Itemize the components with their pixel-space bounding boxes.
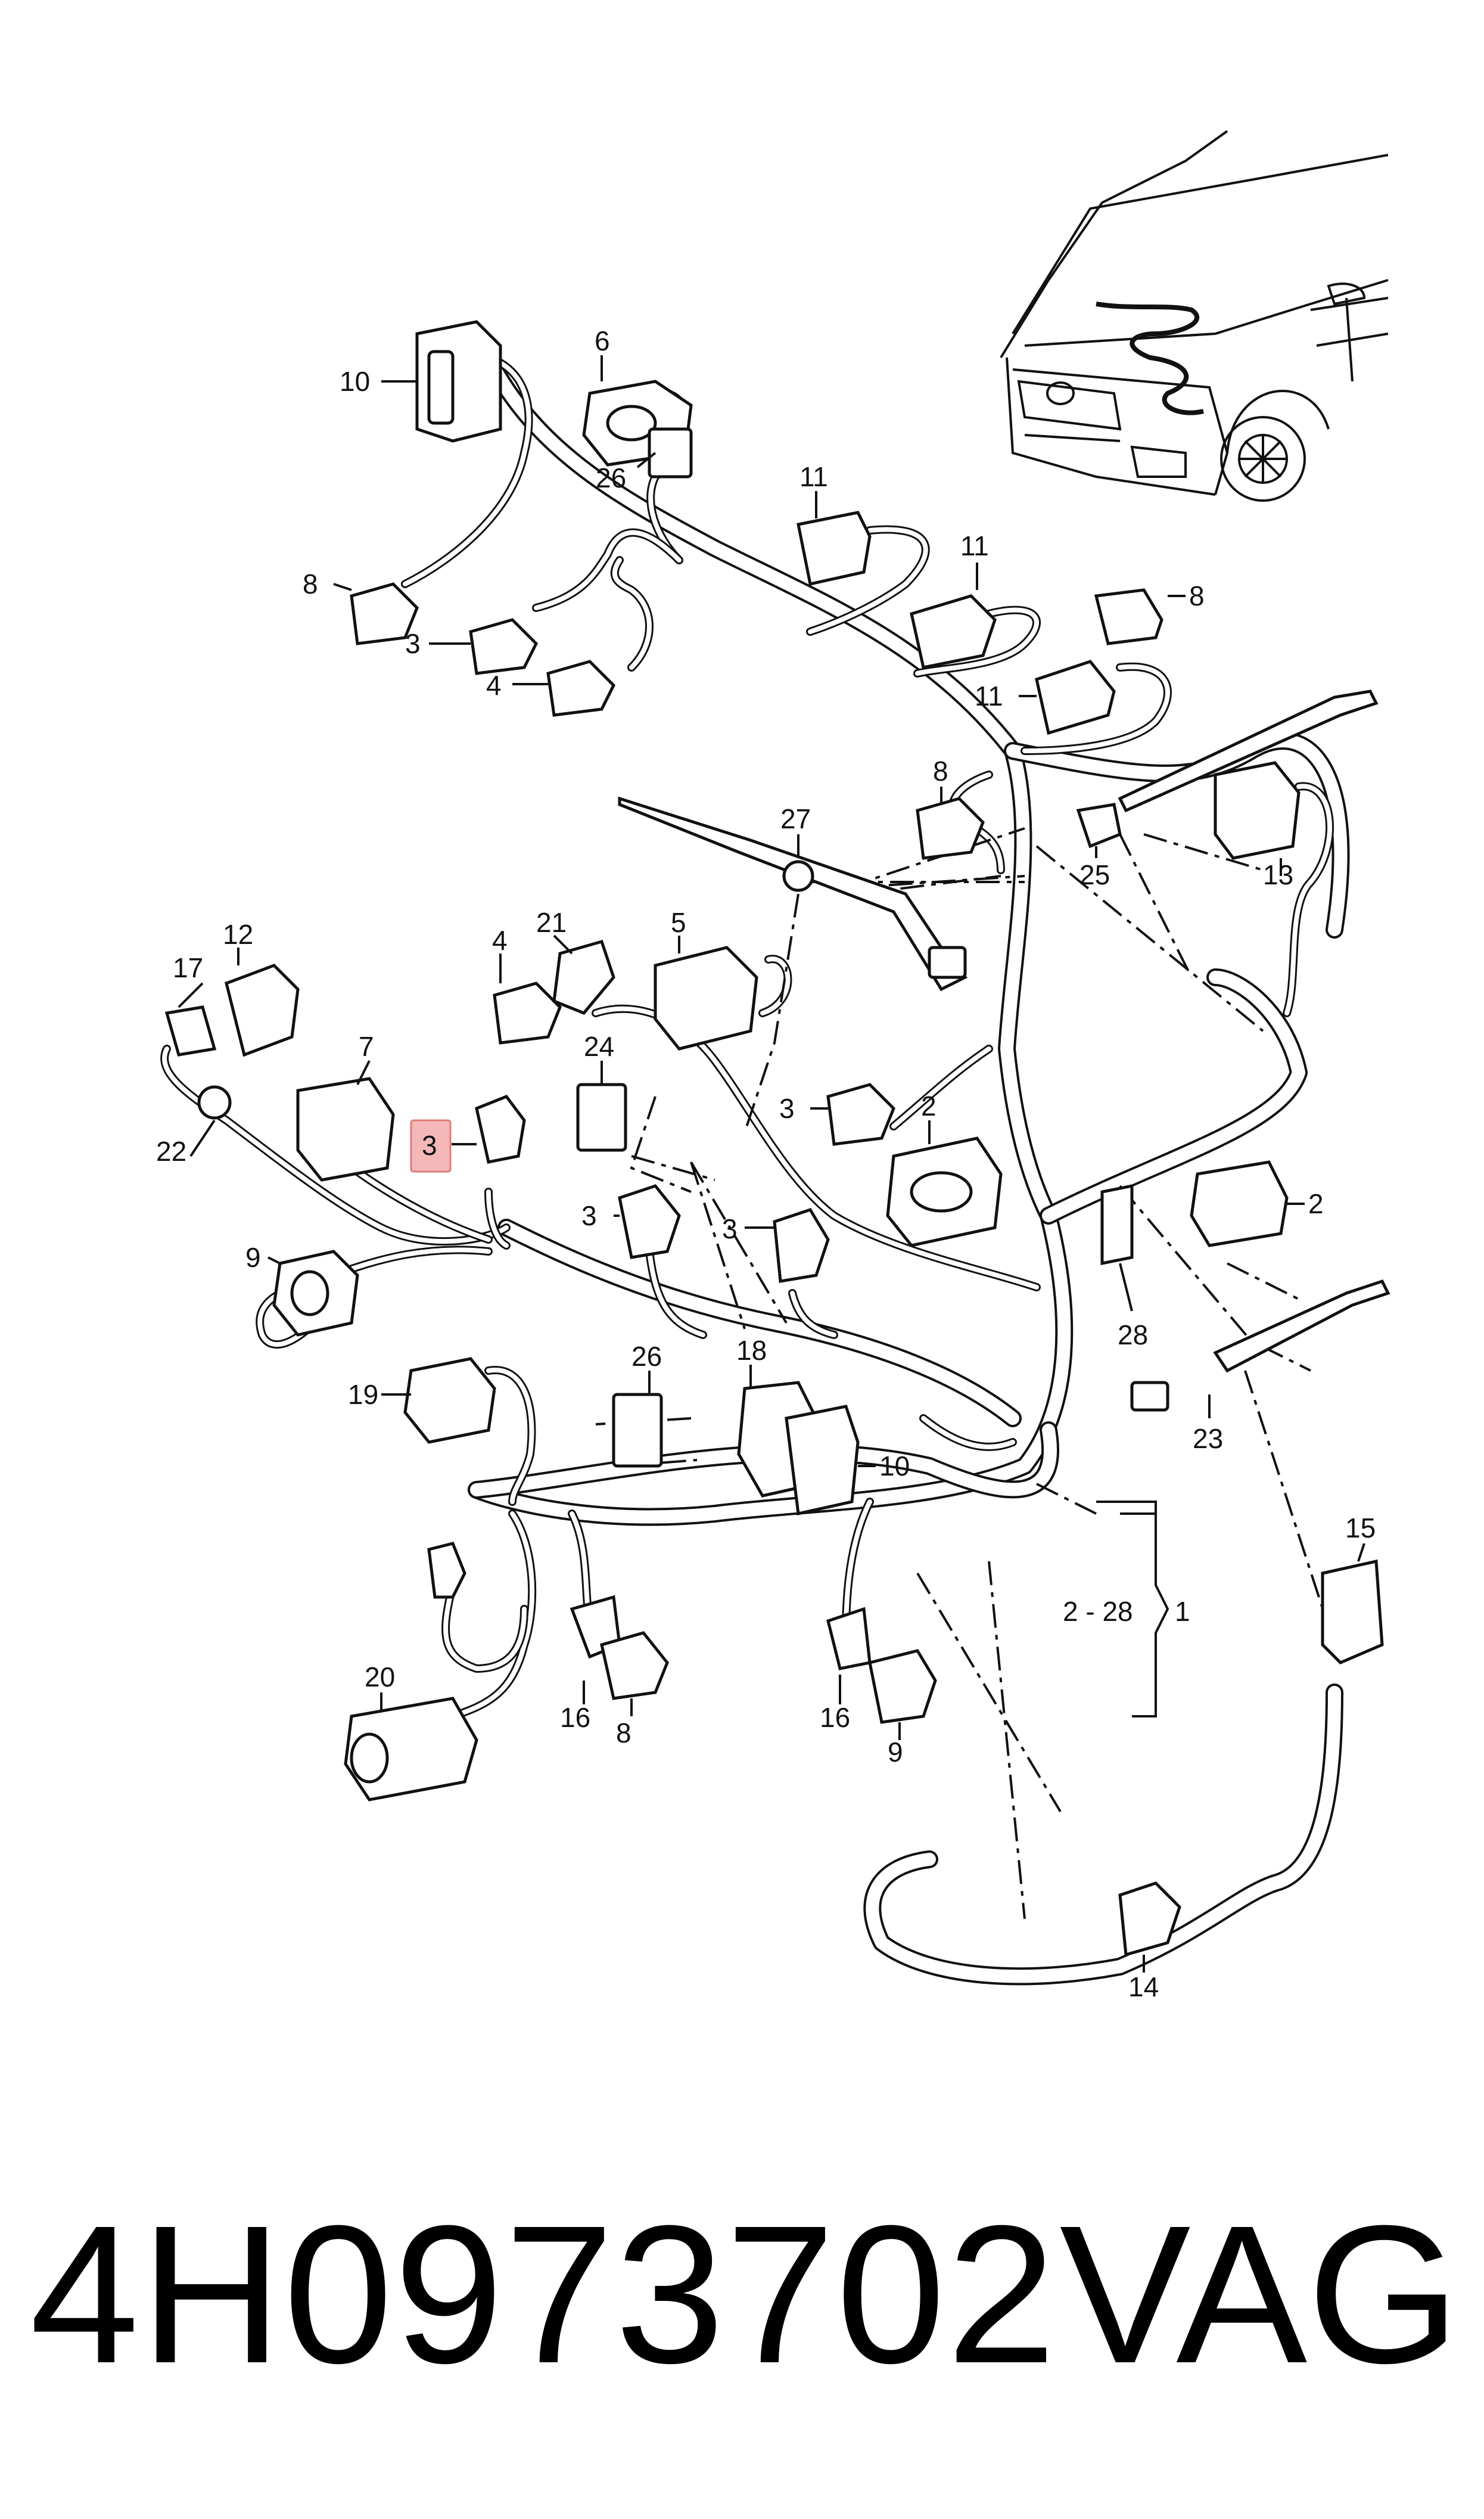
- callout-2-a: 2: [921, 1091, 937, 1122]
- connectors: [164, 320, 1384, 1957]
- callout-28: 28: [1118, 1319, 1148, 1350]
- harness-trunks: [468, 349, 1350, 1986]
- callout-15: 15: [1345, 1512, 1376, 1543]
- callout-labels: 10 6 26 11 11 8 8 3 4 11 8 27 25 13 12 1…: [156, 325, 1376, 2002]
- callout-3-d: 3: [722, 1213, 738, 1244]
- footer: 4H0973702 VAG: [0, 2169, 1484, 2419]
- vehicle-illustration: [1000, 130, 1389, 502]
- callout-leaders: [178, 355, 1365, 1973]
- callout-9-b: 9: [888, 1737, 903, 1768]
- wiring-harness-diagram: 10 6 26 11 11 8 8 3 4 11 8 27 25 13 12 1…: [156, 130, 1390, 2002]
- callout-3-highlighted: 3: [422, 1130, 437, 1161]
- callout-16-b: 16: [820, 1702, 850, 1733]
- callout-11-a: 11: [799, 461, 828, 492]
- callout-7: 7: [359, 1031, 374, 1062]
- callout-range-2-28: 2 - 28: [1063, 1596, 1133, 1627]
- callout-25: 25: [1079, 859, 1110, 890]
- callout-23: 23: [1193, 1423, 1223, 1454]
- callout-4-a: 4: [486, 670, 502, 701]
- callout-8-d: 8: [616, 1717, 631, 1748]
- callout-16-a: 16: [560, 1702, 590, 1733]
- callout-6: 6: [595, 325, 610, 356]
- callout-10-b: 10: [879, 1450, 910, 1481]
- callout-1: 1: [1175, 1596, 1190, 1627]
- callout-21: 21: [536, 907, 567, 938]
- callout-2-b: 2: [1308, 1188, 1324, 1219]
- callout-18: 18: [736, 1335, 767, 1366]
- cable-ties: [618, 689, 1390, 1412]
- range-bracket: [1096, 1501, 1169, 1717]
- callout-13: 13: [1263, 859, 1293, 890]
- callout-22: 22: [156, 1136, 186, 1167]
- callout-8-b: 8: [1189, 580, 1205, 611]
- callout-11-b: 11: [960, 530, 989, 561]
- callout-20: 20: [365, 1661, 395, 1692]
- callout-14: 14: [1128, 1971, 1159, 2002]
- callout-3-c: 3: [581, 1200, 597, 1231]
- highlight-box: [410, 1119, 452, 1173]
- callout-3-b: 3: [779, 1093, 795, 1124]
- callout-11-c: 11: [975, 681, 1003, 712]
- callout-8-a: 8: [303, 569, 318, 600]
- callout-17: 17: [173, 952, 203, 983]
- callout-24: 24: [584, 1031, 614, 1062]
- callout-8-c: 8: [933, 756, 948, 787]
- callout-5: 5: [671, 907, 686, 938]
- callout-12: 12: [223, 919, 253, 950]
- callout-9-a: 9: [245, 1242, 261, 1273]
- branch-wires: [160, 353, 1334, 1720]
- brand-name: VAG: [1059, 2184, 1460, 2404]
- callout-19: 19: [348, 1379, 378, 1410]
- callout-3-a: 3: [405, 628, 421, 659]
- part-number: 4H0973702: [30, 2184, 1057, 2404]
- callout-4-b: 4: [492, 925, 508, 956]
- callout-26-b: 26: [631, 1341, 662, 1372]
- callout-10-a: 10: [340, 366, 370, 397]
- callout-27: 27: [780, 803, 811, 834]
- callout-26-a: 26: [596, 462, 626, 493]
